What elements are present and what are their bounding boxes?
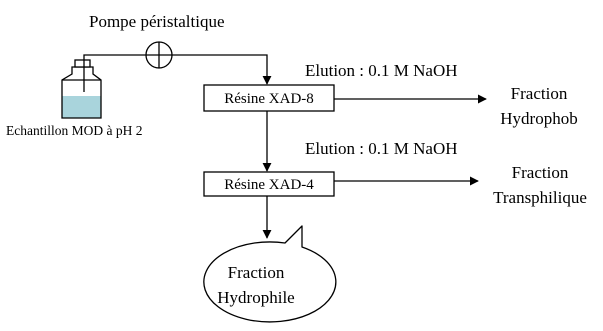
resin-2-box[interactable] xyxy=(203,171,335,197)
hydrophile-bubble xyxy=(203,225,337,323)
bottle-outline xyxy=(61,66,102,119)
bottle-icon xyxy=(61,59,102,119)
pump-label: Pompe péristaltique xyxy=(89,12,225,31)
bottle-cap xyxy=(74,59,91,68)
fraction-hydrophile-line1: Fraction xyxy=(228,263,285,282)
fraction-transphilique-line2: Transphilique xyxy=(493,188,587,207)
tube-to-pump xyxy=(83,54,272,92)
bottle-liquid xyxy=(62,96,101,118)
fraction-hydrophobe-line1: Fraction xyxy=(511,84,568,103)
fraction-hydrophile-line2: Hydrophile xyxy=(217,288,294,307)
elution-1-label: Elution : 0.1 M NaOH xyxy=(305,61,458,80)
resin-1-box[interactable] xyxy=(203,84,335,112)
resin-1-label[interactable]: Résine XAD-8 xyxy=(224,91,314,107)
circle-plus-icon[interactable] xyxy=(145,41,173,69)
resin-2-label[interactable]: Résine XAD-4 xyxy=(224,177,314,193)
fraction-hydrophobe-line2: Hydrophob xyxy=(500,109,577,128)
sample-label: Echantillon MOD à pH 2 xyxy=(6,123,142,138)
fraction-transphilique-line1: Fraction xyxy=(512,163,569,182)
elution-2-label: Elution : 0.1 M NaOH xyxy=(305,139,458,158)
